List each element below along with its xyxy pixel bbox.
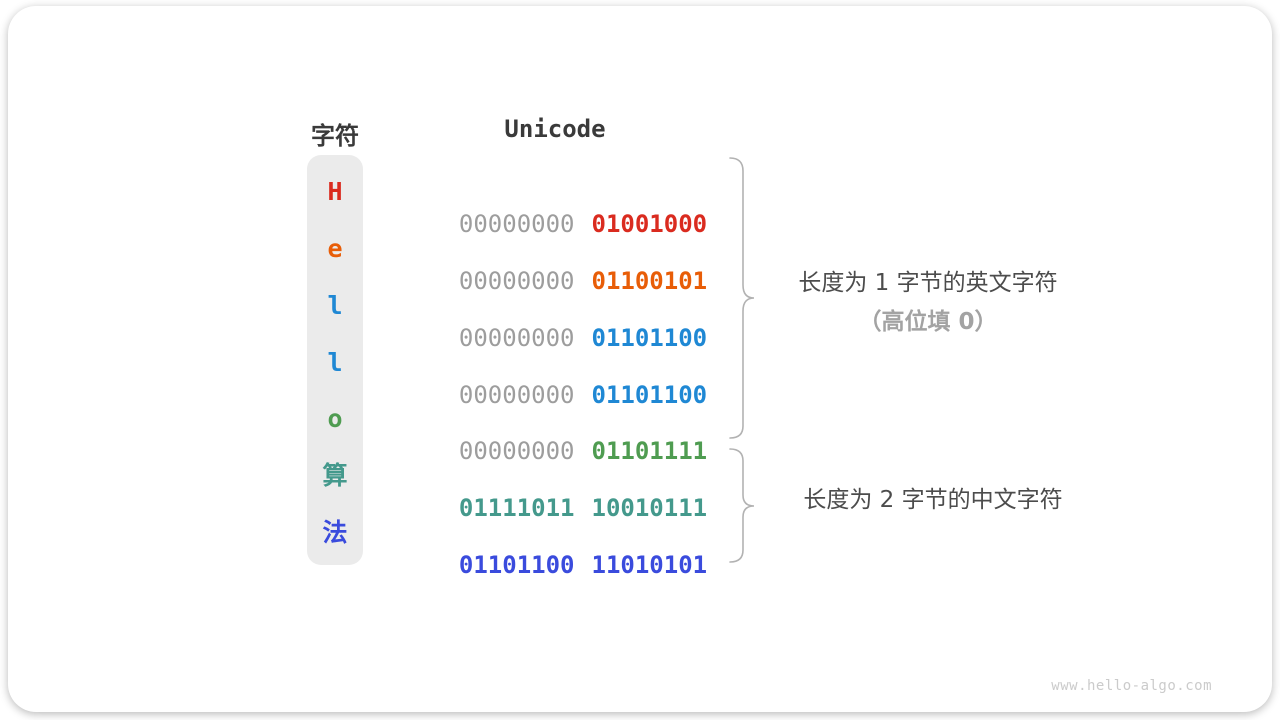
code-byte: 01101100 (458, 551, 575, 579)
code-byte: 01101111 (591, 437, 708, 465)
char-cell-o: o (327, 404, 343, 433)
binary-row: 01101100 11010101 (430, 517, 707, 579)
code-byte: 01101100 (591, 381, 708, 409)
binary-row: 00000000 01101100 (430, 290, 707, 352)
char-cell-l2: l (327, 348, 343, 377)
char-cell-fa: 法 (322, 518, 348, 547)
annotation-english-line2: （高位填 0） (858, 309, 998, 335)
annotation-english-line1: 长度为 1 字节的英文字符 (798, 270, 1058, 296)
code-byte: 01101100 (591, 324, 708, 352)
char-cell-h: H (327, 177, 343, 206)
unicode-column-header: Unicode (504, 115, 606, 143)
code-byte: 01001000 (591, 210, 708, 238)
watermark: www.hello-algo.com (1051, 678, 1212, 694)
curly-brace-chinese (729, 448, 755, 563)
leading-zero-bits: 00000000 (458, 267, 575, 295)
annotation-chinese-chars: 长度为 2 字节的中文字符 (758, 481, 1108, 520)
char-cell-l1: l (327, 291, 343, 320)
diagram-card (8, 6, 1272, 712)
leading-zero-bits: 00000000 (458, 381, 575, 409)
binary-row: 00000000 01101111 (430, 403, 707, 465)
annotation-chinese-line1: 长度为 2 字节的中文字符 (803, 487, 1063, 513)
curly-brace-group (729, 157, 755, 563)
code-byte: 01100101 (591, 267, 708, 295)
code-byte: 01111011 (458, 494, 575, 522)
leading-zero-bits: 00000000 (458, 210, 575, 238)
leading-zero-bits: 00000000 (458, 324, 575, 352)
leading-zero-bits: 00000000 (458, 437, 575, 465)
code-byte: 10010111 (591, 494, 708, 522)
curly-brace-english (729, 157, 755, 439)
annotation-english-chars: 长度为 1 字节的英文字符 （高位填 0） (758, 264, 1098, 342)
char-cell-e: e (327, 234, 343, 263)
char-column-header: 字符 (311, 122, 359, 150)
binary-row: 00000000 01100101 (430, 233, 707, 295)
char-column-background (307, 155, 363, 565)
binary-row: 00000000 01101100 (430, 347, 707, 409)
binary-row: 00000000 01001000 (430, 176, 707, 238)
code-byte: 11010101 (591, 551, 708, 579)
binary-row: 01111011 10010111 (430, 460, 707, 522)
char-cell-suan: 算 (322, 461, 348, 490)
